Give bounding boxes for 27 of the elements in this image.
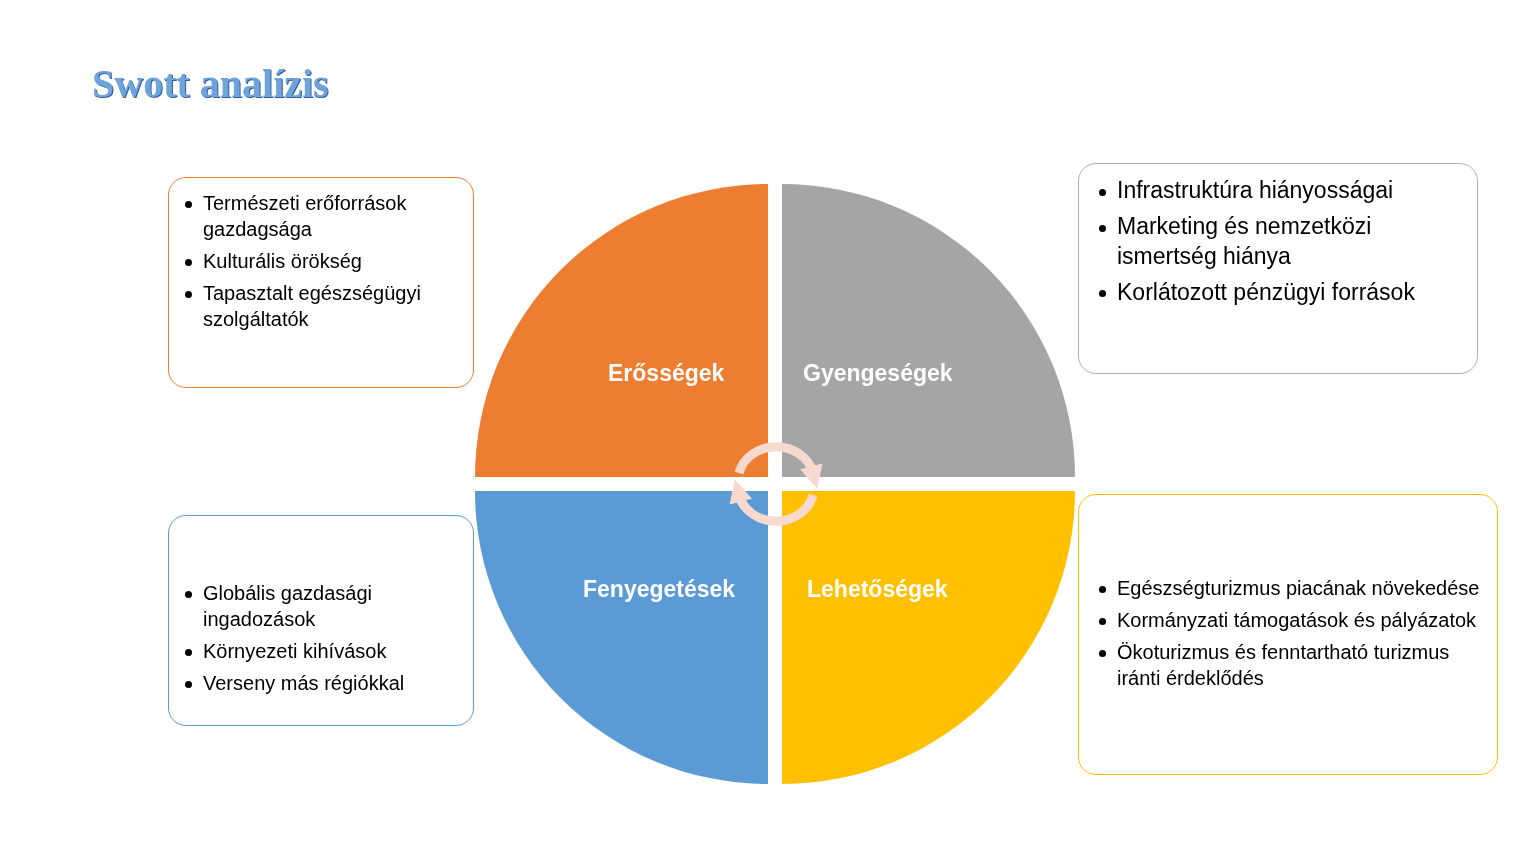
quadrant-label: Gyengeségek	[803, 360, 953, 387]
bullet-text: Verseny más régiókkal	[203, 672, 405, 694]
bullet-text: Globális gazdasági ingadozások	[203, 582, 372, 630]
text-box	[168, 515, 474, 726]
text-box	[1078, 163, 1478, 374]
bullet-text: Korlátozott pénzügyi források	[1117, 278, 1415, 305]
bullet-text: Marketing és nemzetközi ismertség hiánya	[1117, 212, 1372, 269]
bullet-text: Kulturális örökség	[203, 250, 362, 272]
text-box	[1078, 494, 1498, 775]
bullet-text: Kormányzati támogatások és pályázatok	[1117, 609, 1477, 631]
bullet-text: Egészségturizmus piacának növekedése	[1117, 577, 1480, 599]
quadrant-label: Erősségek	[608, 360, 725, 387]
bullet-text: Tapasztalt egészségügyi szolgáltatók	[203, 282, 421, 330]
bullet-text: Infrastruktúra hiányosságai	[1117, 177, 1394, 203]
curved-arrow	[734, 442, 822, 489]
quadrant-label: Lehetőségek	[807, 576, 948, 603]
bullet-text: Környezeti kihívások	[203, 640, 387, 662]
bullet-text: Természeti erőforrások gazdagsága	[203, 192, 407, 240]
quadrant-label: Fenyegetések	[583, 576, 736, 603]
bullet-text: Ökoturizmus és fenntartható turizmus iránti érdeklődés	[1117, 641, 1450, 689]
quadrant-shape	[782, 184, 1075, 477]
curved-arrow	[730, 479, 818, 526]
quadrant-shape	[782, 491, 1075, 784]
quadrant-shape	[475, 184, 768, 477]
quadrant-shape	[475, 491, 768, 784]
slide-title: Swott analízis	[92, 60, 329, 107]
text-box	[168, 177, 474, 388]
